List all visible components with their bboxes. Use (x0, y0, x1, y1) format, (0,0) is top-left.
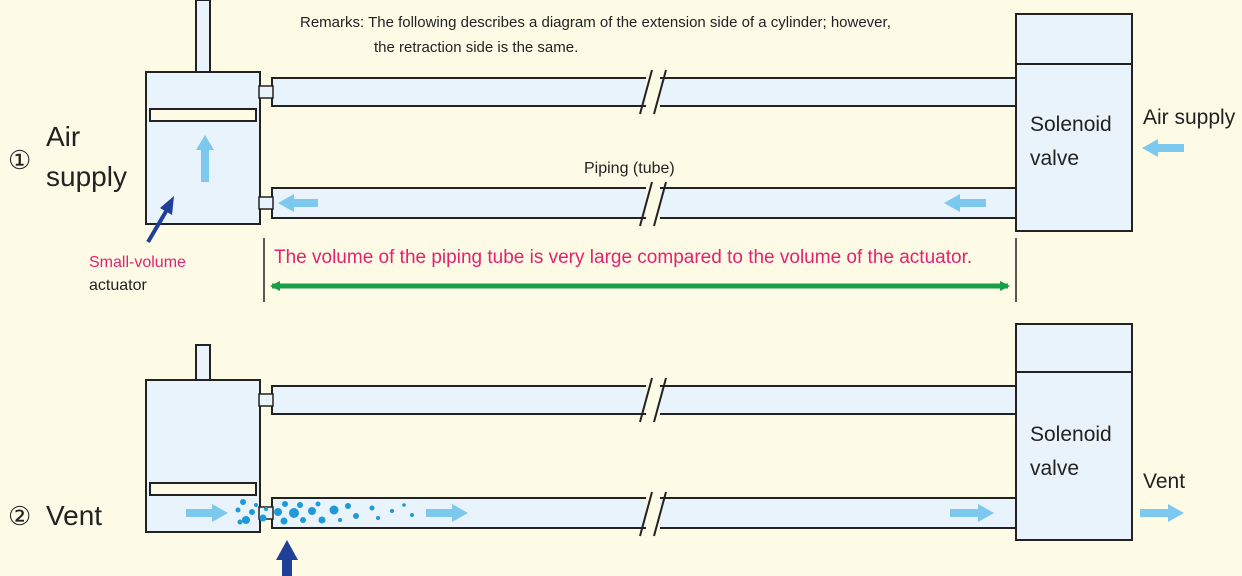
valve-label-line-1: Solenoid (1030, 113, 1112, 136)
piston-2 (149, 482, 257, 496)
valve-label-2-line-1: Solenoid (1030, 423, 1112, 446)
step-label-supply: supply (46, 161, 127, 192)
tube-break-mark-bottom-2 (639, 491, 667, 537)
top-port-2 (258, 393, 274, 407)
valve-label-2-line-2: valve (1030, 457, 1079, 480)
vent-arrow-right (1140, 504, 1184, 522)
supply-arrow-left (1142, 139, 1184, 157)
solenoid-valve-upper (1015, 13, 1133, 65)
top-port (258, 85, 274, 99)
tube-break-mark-bottom (639, 181, 667, 227)
remarks-line-2: the retraction side is the same. (374, 39, 578, 56)
solenoid-valve-upper-2 (1015, 323, 1133, 373)
step-label-air: Air (46, 121, 80, 152)
flow-arrow-up (196, 135, 214, 182)
air-supply-label: Air supply (1143, 106, 1236, 129)
solenoid-valve-lower-2 (1015, 371, 1133, 541)
air-bubbles (235, 499, 414, 525)
panel-air-supply: Solenoid valve Air supply Piping (tube) … (8, 0, 1236, 302)
tube-break-mark-top-2 (639, 377, 667, 423)
volume-note: The volume of the piping tube is very la… (274, 247, 972, 268)
flow-arrow-left-1 (278, 194, 318, 212)
solenoid-valve-lower (1015, 63, 1133, 232)
step-label-vent: Vent (46, 500, 102, 531)
flow-arrow-left-2 (944, 194, 986, 212)
piston (149, 108, 257, 122)
actuator-pointer-arrow (146, 196, 174, 244)
valve-label-line-2: valve (1030, 147, 1079, 170)
step-number-2: ② (8, 501, 31, 531)
remarks-line-1: Remarks: The following describes a diagr… (300, 14, 891, 31)
cylinder-body-2 (145, 379, 261, 533)
flow-arrow-right-1 (186, 504, 228, 522)
flow-arrow-right-3 (950, 504, 994, 522)
tube-break-mark-top (639, 69, 667, 115)
actuator-label-line-2: actuator (89, 277, 147, 294)
panel-vent: Solenoid valve Vent ② Vent (8, 323, 1185, 576)
bottom-port (258, 196, 274, 210)
piping-label: Piping (tube) (584, 160, 675, 177)
step-number-1: ① (8, 145, 31, 175)
vent-label: Vent (1143, 470, 1185, 493)
vent-pointer-arrow (276, 540, 298, 576)
actuator-label-line-1: Small-volume (89, 254, 186, 271)
flow-arrow-right-2 (426, 504, 468, 522)
